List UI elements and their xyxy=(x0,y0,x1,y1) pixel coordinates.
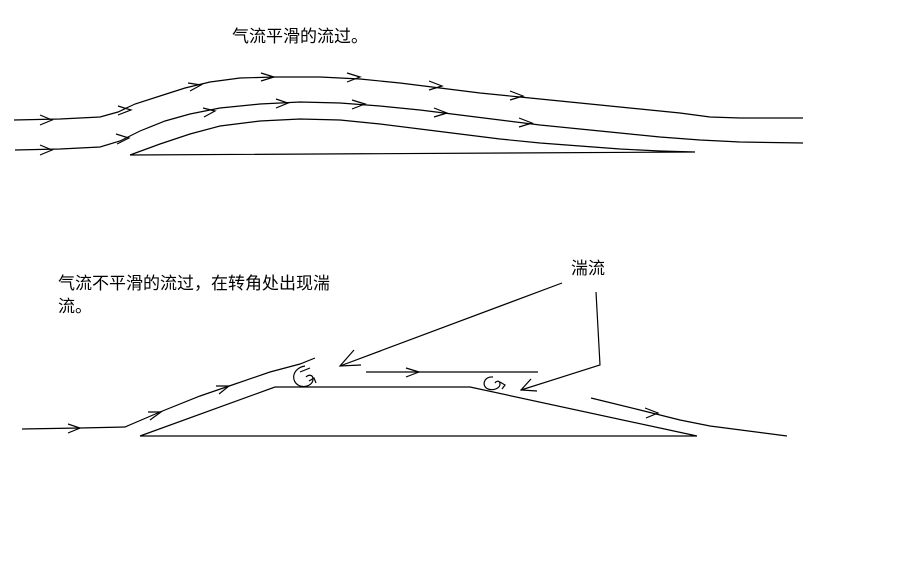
turbulent-arrow xyxy=(644,407,660,419)
turbulent-upper-streamline-front xyxy=(299,367,311,373)
smooth-arrow xyxy=(509,90,525,101)
smooth-arrow xyxy=(275,98,290,109)
smooth-arrow xyxy=(202,107,217,118)
turbulence-pointer-front-head xyxy=(338,349,362,367)
turbulent-flow-caption-line-2: 流。 xyxy=(58,297,92,317)
smooth-arrow xyxy=(346,72,362,83)
turbulence-pointer-rear-head xyxy=(519,378,538,392)
turbulent-flow-caption-line-1: 气流不平滑的流过，在转角处出现湍 xyxy=(58,274,330,294)
turbulence-pointer-rear xyxy=(520,291,601,391)
smooth-airfoil-body xyxy=(129,118,696,156)
smooth-arrow xyxy=(433,107,449,118)
smooth-arrow xyxy=(351,99,367,110)
smooth-arrow xyxy=(39,114,54,126)
turbulent-body xyxy=(139,386,698,437)
turbulent-arrow xyxy=(216,385,231,395)
smooth-arrow xyxy=(187,82,203,92)
turbulent-arrow xyxy=(148,411,163,421)
turbulence-vortex-front xyxy=(293,365,314,388)
turbulent-arrow xyxy=(67,423,82,434)
turbulence-vortex-rear-arrow xyxy=(499,381,506,390)
turbulent-downstream-streamline xyxy=(590,397,788,437)
turbulent-arrow xyxy=(405,367,421,378)
smooth-streamline-upper xyxy=(13,76,803,121)
smooth-flow-diagram xyxy=(13,72,804,156)
turbulence-vortex-rear xyxy=(483,376,501,391)
turbulent-flow-diagram xyxy=(21,282,788,437)
smooth-flow-caption: 气流平滑的流过。 xyxy=(232,27,368,47)
turbulence-pointer-front xyxy=(339,282,563,367)
smooth-arrow xyxy=(518,117,534,128)
turbulence-vortex-front-arrow xyxy=(308,377,317,384)
smooth-arrow xyxy=(115,133,131,145)
smooth-arrow xyxy=(260,72,277,82)
smooth-arrow xyxy=(39,144,54,156)
smooth-streamline-middle xyxy=(14,101,804,151)
turbulent-incoming-streamline xyxy=(21,357,316,430)
turbulence-label: 湍流 xyxy=(571,259,605,279)
smooth-arrow xyxy=(428,80,444,91)
smooth-arrow xyxy=(117,105,133,116)
